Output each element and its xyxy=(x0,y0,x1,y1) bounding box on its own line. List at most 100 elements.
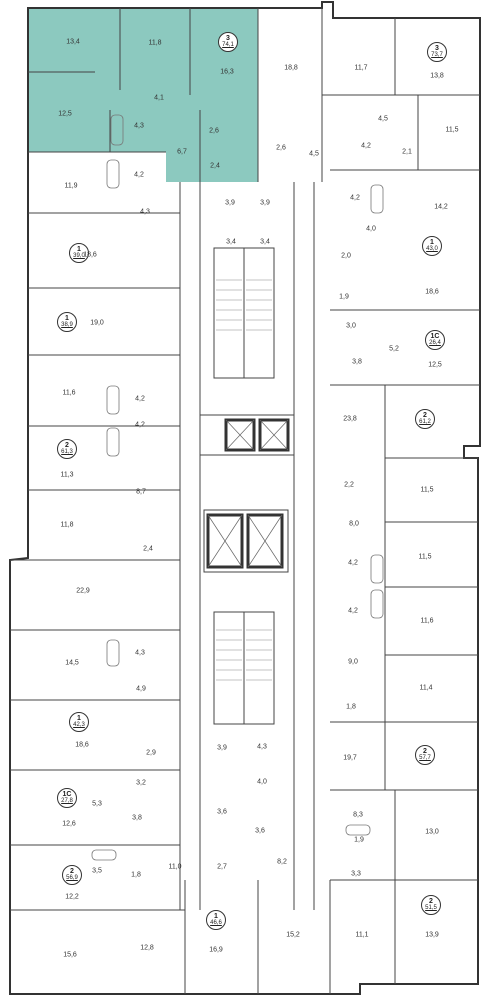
apartment-area: 27,8 xyxy=(61,798,73,804)
room-area: 12,2 xyxy=(65,893,79,901)
apartment-badge[interactable]: 1 46,6 xyxy=(206,910,226,930)
apartment-area: 38,9 xyxy=(61,322,73,328)
room-area: 11,1 xyxy=(355,931,369,939)
apartment-badge-highlight[interactable]: 3 74,1 xyxy=(218,32,238,52)
room-area: 14,5 xyxy=(65,659,79,667)
apartment-area: 39,0 xyxy=(73,253,85,259)
apartment-area: 51,5 xyxy=(425,905,437,911)
room-area: 8,2 xyxy=(277,858,287,866)
room-area: 13,0 xyxy=(425,828,439,836)
room-area: 18,6 xyxy=(75,741,89,749)
room-count: 1 xyxy=(77,246,81,253)
room-area: 4,0 xyxy=(366,225,376,233)
room-area: 12,5 xyxy=(428,361,442,369)
room-area: 4,3 xyxy=(135,649,145,657)
room-area: 11,4 xyxy=(419,684,433,692)
room-area: 1,8 xyxy=(131,871,141,879)
apartment-area: 46,6 xyxy=(210,920,222,926)
room-count: 3 xyxy=(435,45,439,52)
apartment-badge[interactable]: 2 61,3 xyxy=(57,439,77,459)
room-count: 1 xyxy=(214,913,218,920)
room-area: 11,5 xyxy=(418,553,432,561)
room-area: 5,2 xyxy=(389,345,399,353)
room-area: 8,0 xyxy=(349,520,359,528)
apartment-area: 26,4 xyxy=(429,340,441,346)
room-area: 16,9 xyxy=(209,946,223,954)
apartment-area: 74,1 xyxy=(222,42,234,48)
room-count: 2 xyxy=(70,868,74,875)
room-area: 4,2 xyxy=(348,607,358,615)
room-area: 19,7 xyxy=(343,754,357,762)
room-area: 8,7 xyxy=(136,488,146,496)
room-area: 8,3 xyxy=(353,811,363,819)
room-area: 3,9 xyxy=(260,199,270,207)
apartment-badge[interactable]: 2 61,2 xyxy=(415,409,435,429)
room-area: 16,3 xyxy=(220,68,234,76)
apartment-badge[interactable]: 2 56,9 xyxy=(62,865,82,885)
room-area: 4,0 xyxy=(257,778,267,786)
room-area: 11,7 xyxy=(354,64,368,72)
room-count: 1С xyxy=(62,791,72,798)
room-area: 11,5 xyxy=(445,126,459,134)
room-area: 18,6 xyxy=(425,288,439,296)
room-area: 4,2 xyxy=(134,171,144,179)
room-area: 1,9 xyxy=(354,836,364,844)
room-area: 3,2 xyxy=(136,779,146,787)
apartment-badge[interactable]: 3 73,7 xyxy=(427,42,447,62)
room-area: 13,8 xyxy=(430,72,444,80)
apartment-badge[interactable]: 1 39,0 xyxy=(69,243,89,263)
apartment-badge[interactable]: 2 57,7 xyxy=(415,745,435,765)
room-area: 3,5 xyxy=(92,867,102,875)
room-area: 4,3 xyxy=(140,208,150,216)
apartment-badge[interactable]: 1С 26,4 xyxy=(425,330,445,350)
room-area: 3,0 xyxy=(346,322,356,330)
room-area: 2,2 xyxy=(344,481,354,489)
room-area: 4,2 xyxy=(135,395,145,403)
room-area: 4,3 xyxy=(257,743,267,751)
room-area: 11,8 xyxy=(148,39,162,47)
room-area: 3,8 xyxy=(132,814,142,822)
room-area: 4,5 xyxy=(378,115,388,123)
room-area: 22,9 xyxy=(76,587,90,595)
room-area: 23,8 xyxy=(343,415,357,423)
bathtubs xyxy=(91,114,384,861)
room-area: 11,6 xyxy=(62,389,76,397)
room-area: 2,9 xyxy=(146,749,156,757)
room-area: 5,3 xyxy=(92,800,102,808)
room-area: 4,2 xyxy=(348,559,358,567)
room-count: 2 xyxy=(65,442,69,449)
room-area: 2,6 xyxy=(276,144,286,152)
apartment-badge[interactable]: 1 43,0 xyxy=(422,236,442,256)
room-area: 2,6 xyxy=(209,127,219,135)
room-area: 4,5 xyxy=(309,150,319,158)
apartment-badge[interactable]: 1 38,9 xyxy=(57,312,77,332)
apartment-area: 61,3 xyxy=(61,449,73,455)
room-area: 4,2 xyxy=(361,142,371,150)
apartment-badge[interactable]: 1 42,3 xyxy=(69,712,89,732)
room-area: 1,8 xyxy=(346,703,356,711)
room-area: 11,0 xyxy=(168,863,182,871)
apartment-area: 61,2 xyxy=(419,419,431,425)
room-area: 4,1 xyxy=(154,94,164,102)
room-area: 15,2 xyxy=(286,931,300,939)
room-area: 2,1 xyxy=(402,148,412,156)
room-area: 9,0 xyxy=(348,658,358,666)
room-area: 3,3 xyxy=(351,870,361,878)
apartment-badge[interactable]: 1С 27,8 xyxy=(57,788,77,808)
room-area: 2,4 xyxy=(143,545,153,553)
room-area: 11,9 xyxy=(64,182,78,190)
room-area: 4,2 xyxy=(350,194,360,202)
room-area: 3,4 xyxy=(226,238,236,246)
room-area: 4,9 xyxy=(136,685,146,693)
room-area: 12,6 xyxy=(62,820,76,828)
room-area: 13,4 xyxy=(66,38,80,46)
room-area: 2,0 xyxy=(341,252,351,260)
room-area: 3,9 xyxy=(225,199,235,207)
staircase xyxy=(216,279,272,681)
room-area: 3,6 xyxy=(255,827,265,835)
apartment-badge[interactable]: 2 51,5 xyxy=(421,895,441,915)
room-area: 14,2 xyxy=(434,203,448,211)
room-area: 2,7 xyxy=(217,863,227,871)
room-area: 19,0 xyxy=(90,319,104,327)
